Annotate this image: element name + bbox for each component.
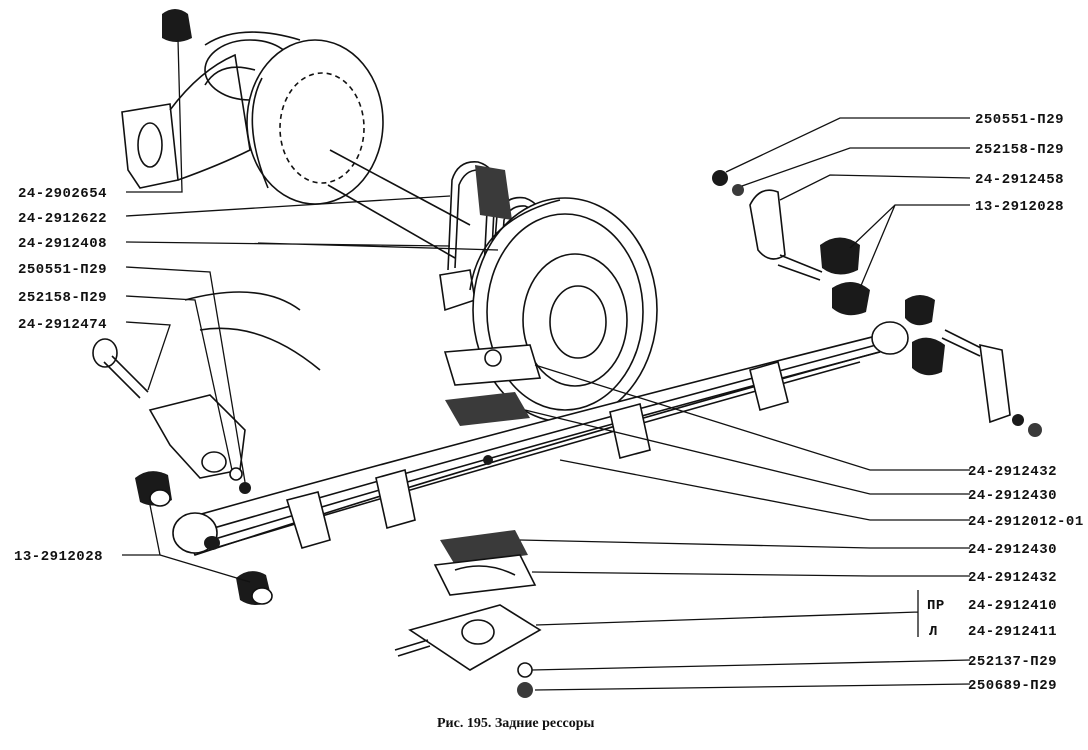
front-bracket [92,291,321,494]
label-250551-p29-right: 250551-П29 [975,112,1064,128]
label-13-2912028-right: 13-2912028 [975,199,1064,215]
label-250689-p29: 250689-П29 [968,678,1057,694]
label-24-2912432-bottom: 24-2912432 [968,570,1057,586]
figure-caption: Рис. 195. Задние рессоры [437,716,595,731]
label-24-2912410: 24-2912410 [968,598,1057,614]
brake-drum [469,197,658,423]
u-bolts [439,161,544,312]
rear-axle-housing [121,9,471,259]
label-250551-p29-left: 250551-П29 [18,262,107,278]
label-24-2912432-top: 24-2912432 [968,464,1057,480]
side-mark-right: ПР [927,598,945,614]
shackle-assembly [712,170,1042,437]
left-labels: 24-2902654 24-2912622 24-2912408 250551-… [14,186,107,565]
label-24-2902654: 24-2902654 [18,186,107,202]
label-24-2912408: 24-2912408 [18,236,107,252]
leader-lines [122,39,971,691]
label-24-2912622: 24-2912622 [18,211,107,227]
label-252158-p29-right: 252158-П29 [975,142,1064,158]
label-13-2912028-left: 13-2912028 [14,549,103,565]
label-24-2912474: 24-2912474 [18,317,107,333]
right-labels: 250551-П29 252158-П29 24-2912458 13-2912… [927,112,1084,694]
spring-pad-plate [443,344,542,426]
label-252158-p29-left: 252158-П29 [18,290,107,306]
label-24-2912411: 24-2912411 [968,624,1057,640]
side-mark-left: Л [929,624,938,640]
leaf-spring [172,321,909,556]
front-bushings [135,471,273,605]
label-252137-p29: 252137-П29 [968,654,1057,670]
label-24-2912430-bottom: 24-2912430 [968,542,1057,558]
label-24-2912012-01: 24-2912012-01 [968,514,1084,530]
label-24-2912458: 24-2912458 [975,172,1064,188]
label-24-2912430-top: 24-2912430 [968,488,1057,504]
lower-spring-pads [394,530,542,698]
